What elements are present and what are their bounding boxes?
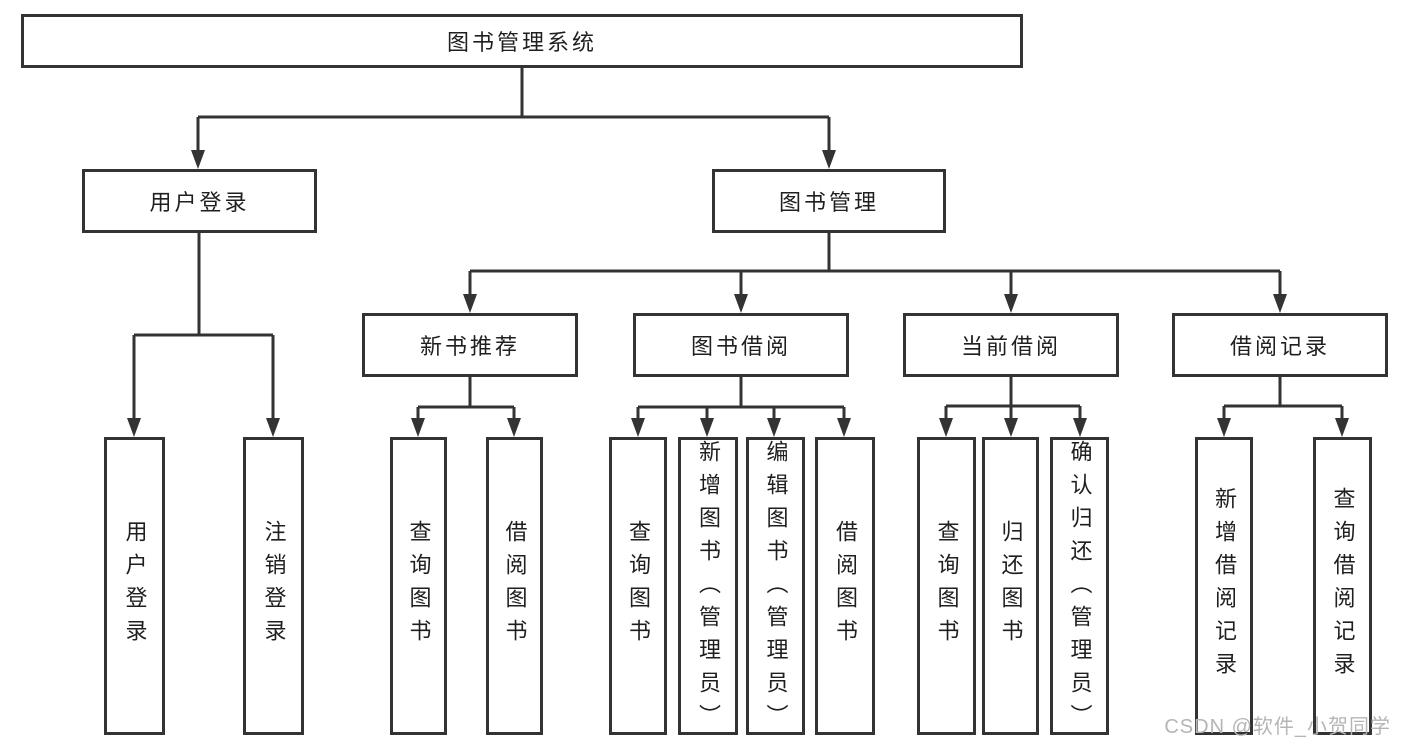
leaf-query-books-current: 查询图书 (917, 437, 976, 735)
leaf-confirm-return-admin-label: 确认归还（管理员） (1067, 440, 1093, 737)
leaf-query-books-borrow: 查询图书 (609, 437, 667, 735)
leaf-edit-book-admin-label: 编辑图书（管理员） (763, 440, 789, 737)
connector-borrow-records-to-leaves (1217, 377, 1349, 437)
leaf-borrow-books-recommend-label: 借阅图书 (502, 520, 528, 652)
node-current-borrow: 当前借阅 (903, 313, 1119, 377)
node-book-management-label: 图书管理 (778, 190, 879, 215)
leaf-query-borrow-record: 查询借阅记录 (1313, 437, 1372, 735)
leaf-return-books-label: 归还图书 (998, 520, 1024, 652)
connector-user-login-to-leaves (127, 233, 280, 437)
node-current-borrow-label: 当前借阅 (960, 334, 1061, 359)
leaf-query-borrow-record-label: 查询借阅记录 (1330, 487, 1356, 685)
leaf-query-books-borrow-label: 查询图书 (626, 520, 651, 652)
node-borrow-records-label: 借阅记录 (1229, 334, 1330, 359)
leaf-borrow-books-borrow: 借阅图书 (815, 437, 875, 735)
node-root: 图书管理系统 (21, 14, 1023, 68)
leaf-add-book-admin-label: 新增图书（管理员） (696, 440, 721, 737)
node-user-login: 用户登录 (82, 169, 317, 233)
leaf-logout-label: 注销登录 (261, 520, 287, 652)
connector-root-to-level2 (191, 68, 836, 169)
node-root-label: 图书管理系统 (446, 30, 597, 55)
node-user-login-label: 用户登录 (149, 190, 250, 215)
leaf-user-login-label: 用户登录 (122, 520, 148, 652)
leaf-confirm-return-admin: 确认归还（管理员） (1050, 437, 1109, 737)
leaf-logout: 注销登录 (243, 437, 304, 735)
leaf-user-login: 用户登录 (104, 437, 165, 735)
leaf-add-borrow-record: 新增借阅记录 (1195, 437, 1253, 735)
node-new-book-recommend-label: 新书推荐 (419, 334, 520, 359)
leaf-add-borrow-record-label: 新增借阅记录 (1212, 487, 1237, 685)
leaf-edit-book-admin: 编辑图书（管理员） (746, 437, 805, 737)
node-borrow-records: 借阅记录 (1172, 313, 1388, 377)
watermark-text: CSDN @软件_小贺同学 (1164, 716, 1391, 738)
leaf-query-books-recommend-label: 查询图书 (406, 520, 432, 652)
node-book-management: 图书管理 (712, 169, 946, 233)
node-book-borrow-label: 图书借阅 (690, 334, 791, 359)
connector-new-book-recommend-to-leaves (411, 377, 521, 437)
connector-book-borrow-to-leaves (631, 377, 851, 437)
leaf-query-books-current-label: 查询图书 (934, 520, 960, 652)
node-book-borrow: 图书借阅 (633, 313, 849, 377)
connector-book-management-to-level3 (463, 233, 1287, 313)
leaf-borrow-books-borrow-label: 借阅图书 (833, 520, 858, 652)
node-new-book-recommend: 新书推荐 (362, 313, 578, 377)
leaf-query-books-recommend: 查询图书 (390, 437, 447, 735)
leaf-add-book-admin: 新增图书（管理员） (678, 437, 738, 737)
leaf-return-books: 归还图书 (982, 437, 1039, 735)
connector-current-borrow-to-leaves (939, 377, 1087, 437)
leaf-borrow-books-recommend: 借阅图书 (486, 437, 543, 735)
